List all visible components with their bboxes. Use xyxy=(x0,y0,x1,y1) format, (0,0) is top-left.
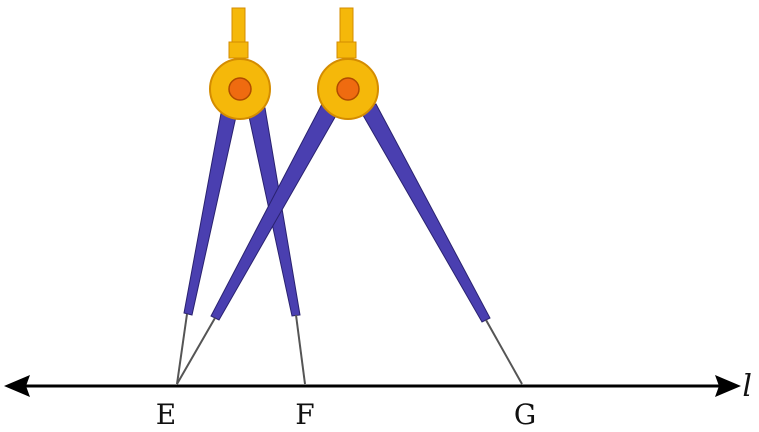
right-arrowhead xyxy=(715,375,741,397)
compass-right-needle-1 xyxy=(176,317,216,385)
compass-right-handle-base xyxy=(336,41,357,59)
line-l xyxy=(4,375,741,397)
compass-left-needle-2 xyxy=(295,314,306,385)
compass-left-handle-base xyxy=(228,41,249,59)
point-label-g: G xyxy=(514,398,536,431)
compass-right-needle-2 xyxy=(485,319,523,385)
compass-left-needle-1 xyxy=(176,313,188,385)
compass-left-pivot xyxy=(228,77,252,101)
left-arrowhead xyxy=(4,375,30,397)
point-label-f: F xyxy=(295,398,314,431)
compass-right-pivot xyxy=(336,77,360,101)
line-label-l: l xyxy=(742,369,752,404)
compass-right-leg-2 xyxy=(359,103,491,323)
compass-left-handle xyxy=(231,7,246,45)
compass-right xyxy=(176,7,523,385)
point-label-e: E xyxy=(156,398,176,431)
compass-right-handle xyxy=(339,7,354,45)
